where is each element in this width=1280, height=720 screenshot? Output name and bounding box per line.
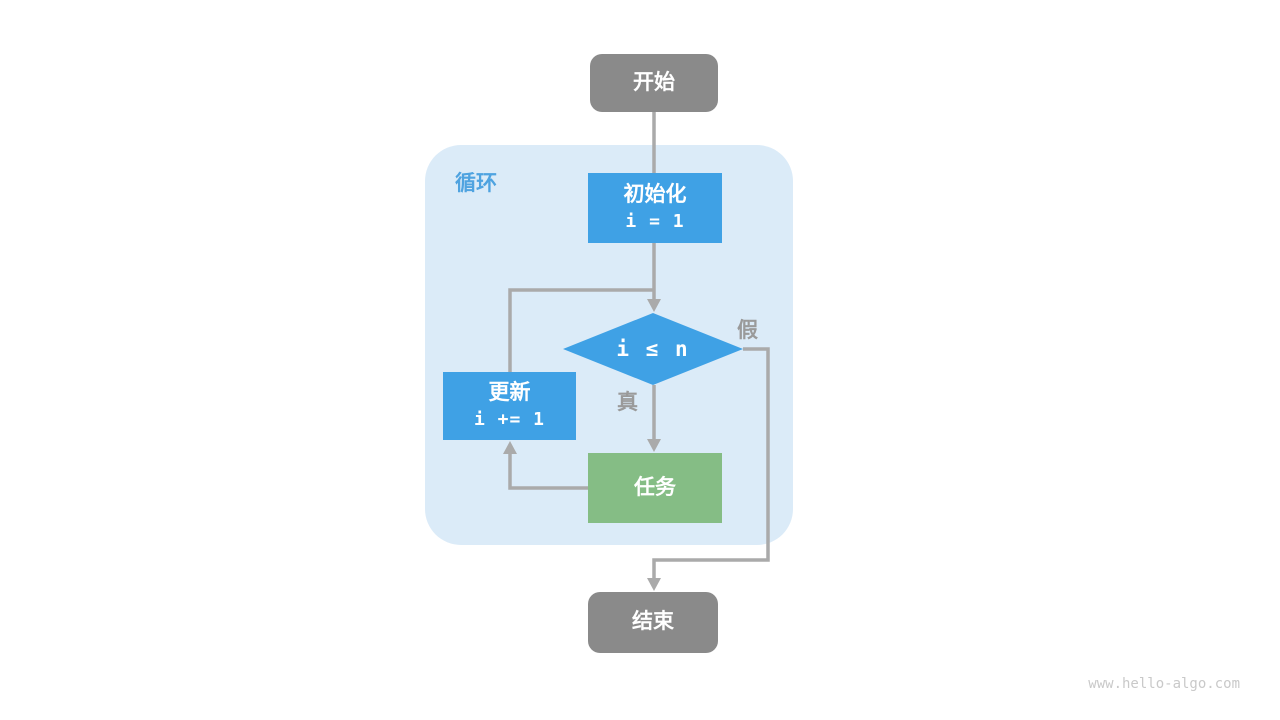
arrowhead-into-update: [503, 441, 517, 454]
edge-condition-to-end: [652, 347, 770, 578]
node-update-code: i += 1: [473, 409, 546, 431]
loop-container-label: 循环: [455, 172, 497, 195]
arrowhead-into-condition: [647, 299, 661, 312]
node-update-label: 更新: [488, 381, 531, 405]
node-condition-label: i ≤ n: [616, 337, 690, 361]
node-end: 结束: [588, 592, 718, 653]
arrowhead-into-task: [647, 439, 661, 452]
watermark: www.hello-algo.com: [1088, 676, 1240, 692]
node-init-label: 初始化: [623, 183, 687, 207]
node-start: 开始: [590, 54, 718, 112]
node-start-label: 开始: [633, 70, 675, 94]
edge-label-true: 真: [617, 391, 638, 414]
node-end-label: 结束: [632, 610, 674, 634]
node-update: 更新 i += 1: [443, 372, 576, 440]
node-task-label: 任务: [634, 475, 676, 499]
edge-task-to-update: [508, 454, 588, 490]
arrowhead-into-end: [647, 578, 661, 591]
node-init: 初始化 i = 1: [588, 173, 722, 243]
node-init-code: i = 1: [625, 211, 685, 233]
condition-diamond: [563, 313, 743, 385]
node-task: 任务: [588, 453, 722, 523]
edge-label-false: 假: [737, 319, 758, 342]
edge-update-to-condition: [508, 288, 654, 372]
